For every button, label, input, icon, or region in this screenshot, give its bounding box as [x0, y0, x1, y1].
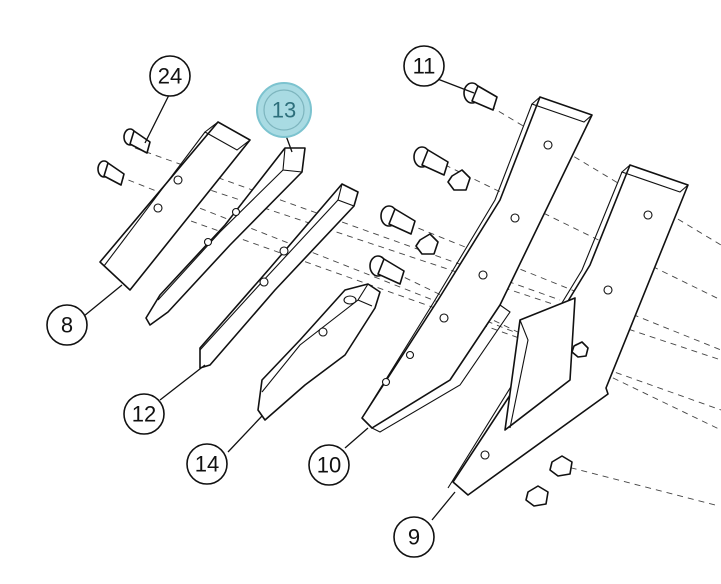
part-8-block	[99, 121, 251, 291]
callout-24: 24	[149, 55, 191, 97]
bolt-group	[97, 82, 589, 507]
callout-11: 11	[403, 45, 445, 87]
callout-9-label: 9	[408, 525, 420, 550]
callout-12-label: 12	[132, 402, 156, 427]
callout-13-label: 13	[272, 98, 296, 123]
callout-14-label: 14	[195, 452, 219, 477]
callout-8-label: 8	[61, 313, 73, 338]
callout-11-label: 11	[413, 54, 436, 79]
nut-a	[447, 169, 471, 191]
callout-12: 12	[123, 393, 165, 435]
bolt-24	[97, 128, 151, 186]
part-12-blade	[199, 183, 359, 369]
callout-10-label: 10	[317, 453, 341, 478]
callout-13: 13	[256, 82, 312, 138]
bolt-11	[463, 82, 498, 111]
part-13-plate	[145, 147, 306, 326]
callout-24-label: 24	[158, 64, 182, 89]
callout-9: 9	[393, 516, 435, 558]
part-10-shank	[361, 96, 593, 433]
part-14-tip	[257, 283, 381, 421]
nut-b	[415, 233, 439, 255]
bolt-b	[380, 205, 439, 255]
callout-10: 10	[308, 444, 350, 486]
callout-8: 8	[46, 304, 88, 346]
bolt-a	[413, 146, 471, 191]
rear-nuts	[525, 341, 589, 507]
callout-14: 14	[186, 443, 228, 485]
part-9-shank	[447, 164, 689, 496]
bolt-c	[369, 255, 405, 285]
